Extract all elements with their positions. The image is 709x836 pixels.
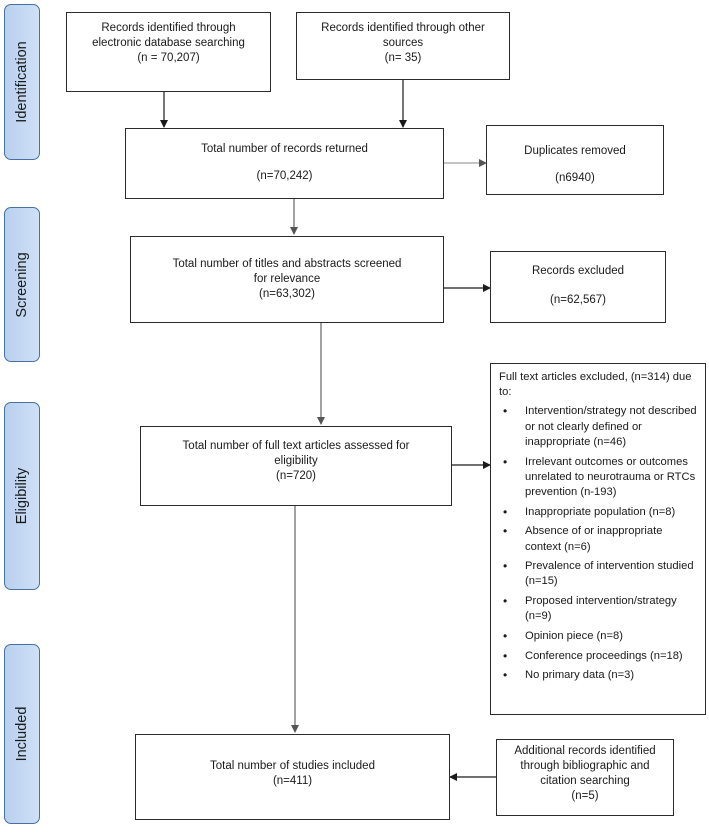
- phase-identification-label: Identification: [14, 41, 30, 123]
- exclusion-reason: Intervention/strategy not described or n…: [499, 404, 699, 450]
- screened-box: Total number of titles and abstracts scr…: [130, 236, 444, 323]
- duplicates-label: Duplicates removed: [524, 145, 626, 157]
- additional-line1: Additional records identified: [514, 745, 656, 757]
- included-box: Total number of studies included (n=411): [135, 734, 450, 820]
- exclusion-reasons-list: Intervention/strategy not described or n…: [499, 404, 699, 683]
- full-text-exclusions-box: Full text articles excluded, (n=314) due…: [490, 363, 706, 715]
- db-search-line2: electronic database searching: [92, 37, 245, 49]
- db-search-line1: Records identified through: [101, 22, 236, 34]
- exclusion-reason: No primary data (n=3): [499, 668, 699, 683]
- exclusion-reason: Irrelevant outcomes or outcomes unrelate…: [499, 455, 699, 501]
- phase-included: Included: [4, 644, 40, 824]
- exclusion-reason: Proposed intervention/strategy (n=9): [499, 594, 699, 624]
- full-text-count: (n=720): [276, 470, 316, 482]
- exclusion-reason: Opinion piece (n=8): [499, 629, 699, 644]
- phase-screening-label: Screening: [14, 251, 30, 318]
- other-sources-line2: sources: [382, 37, 424, 49]
- additional-line2: through bibliographic and: [520, 760, 650, 772]
- exclusion-reason: Conference proceedings (n=18): [499, 649, 699, 664]
- other-sources-line1: Records identified through other: [321, 22, 485, 34]
- records-excluded-label: Records excluded: [531, 265, 625, 277]
- phase-eligibility-label: Eligibility: [14, 467, 30, 525]
- full-text-box: Total number of full text articles asses…: [140, 426, 452, 506]
- phase-eligibility: Eligibility: [4, 402, 40, 590]
- exclusion-reason: Prevalence of intervention studied (n=15…: [499, 559, 699, 589]
- other-sources-count: (n= 35): [384, 52, 422, 64]
- screened-count: (n=63,302): [259, 288, 315, 300]
- phase-screening: Screening: [4, 207, 40, 362]
- additional-count: (n=5): [571, 790, 599, 802]
- other-sources-box: Records identified through other sources…: [296, 12, 510, 80]
- exclusion-reason: Inappropriate population (n=8): [499, 505, 699, 520]
- additional-records-box: Additional records identified through bi…: [496, 739, 674, 816]
- screened-line1: Total number of titles and abstracts scr…: [172, 258, 402, 270]
- phase-identification: Identification: [4, 4, 40, 160]
- records-excluded-count: (n=62,567): [550, 294, 606, 306]
- full-text-line1: Total number of full text articles asses…: [182, 440, 410, 452]
- db-search-count: (n = 70,207): [137, 52, 200, 64]
- records-excluded-box: Records excluded (n=62,567): [490, 251, 666, 323]
- duplicates-count: (n6940): [555, 172, 595, 184]
- total-returned-label: Total number of records returned: [201, 143, 368, 155]
- full-text-line2: eligibility: [274, 455, 318, 467]
- exclusion-reason: Absence of or inappropriate context (n=6…: [499, 524, 699, 554]
- exclusions-heading: Full text articles excluded, (n=314) due…: [499, 371, 692, 399]
- included-count: (n=411): [272, 775, 313, 787]
- screened-line2: for relevance: [253, 273, 321, 285]
- db-search-box: Records identified through electronic da…: [66, 12, 271, 92]
- included-label: Total number of studies included: [210, 760, 375, 772]
- additional-line3: citation searching: [540, 775, 630, 787]
- total-returned-box: Total number of records returned (n=70,2…: [125, 128, 444, 199]
- duplicates-box: Duplicates removed (n6940): [486, 125, 664, 195]
- total-returned-count: (n=70,242): [256, 170, 313, 182]
- phase-included-label: Included: [14, 706, 30, 762]
